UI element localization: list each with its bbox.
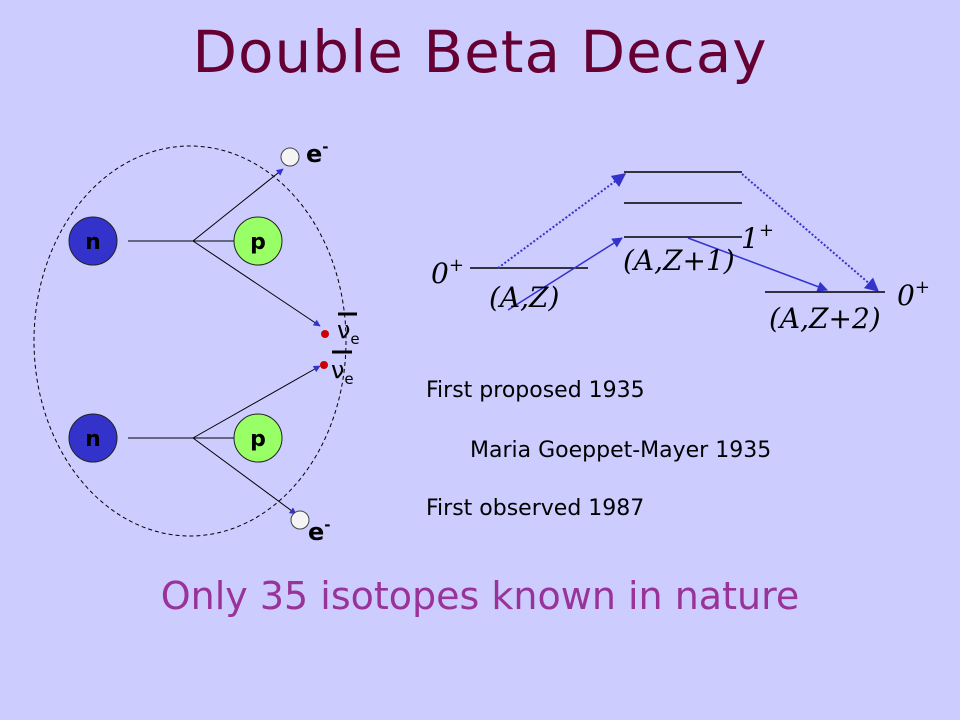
transition-solid-down: [687, 237, 828, 292]
upper-neutrino-label: νe: [337, 316, 360, 348]
lower-electron-label: e-: [308, 516, 331, 546]
info-proposer: Maria Goeppet-Mayer 1935: [470, 438, 772, 463]
info-first-observed: First observed 1987: [426, 496, 645, 521]
upper-neutrino-line: [192, 240, 321, 327]
transition-solid-up: [507, 237, 623, 311]
lower-neutrino-line: [192, 365, 321, 439]
lower-electron-line: [192, 437, 297, 515]
nucleus-outline: [33, 145, 347, 537]
upper-proton: [233, 216, 283, 266]
intermediate-nucleus-label: (A,Z+1): [623, 244, 735, 277]
final-nucleus-label: (A,Z+2): [769, 302, 881, 335]
upper-neutron-label: n: [85, 230, 101, 255]
lower-neutron-label: n: [85, 427, 101, 452]
lower-proton: [233, 413, 283, 463]
upper-neutrino-dot: [321, 330, 329, 338]
footer-statement: Only 35 isotopes known in nature: [160, 574, 800, 618]
upper-electron: [280, 147, 300, 167]
lower-neutrino-dot: [320, 361, 328, 369]
transition-dotted-down: [741, 173, 880, 292]
intermediate-spin: 1+: [741, 220, 774, 255]
lower-electron: [290, 510, 310, 530]
slide-title: Double Beta Decay: [192, 18, 768, 86]
upper-neutron: [68, 216, 118, 266]
upper-electron-line: [192, 168, 284, 242]
initial-spin: 0+: [431, 255, 464, 290]
upper-electron-label: e-: [306, 138, 329, 168]
lower-neutron: [68, 413, 118, 463]
initial-nucleus-label: (A,Z): [489, 281, 559, 314]
final-spin: 0+: [897, 277, 930, 312]
upper-proton-label: p: [250, 230, 266, 255]
lower-proton-label: p: [250, 427, 266, 452]
lower-neutrino-label: νe: [331, 356, 354, 388]
transition-dotted-up: [497, 173, 627, 269]
info-first-proposed: First proposed 1935: [426, 378, 645, 403]
